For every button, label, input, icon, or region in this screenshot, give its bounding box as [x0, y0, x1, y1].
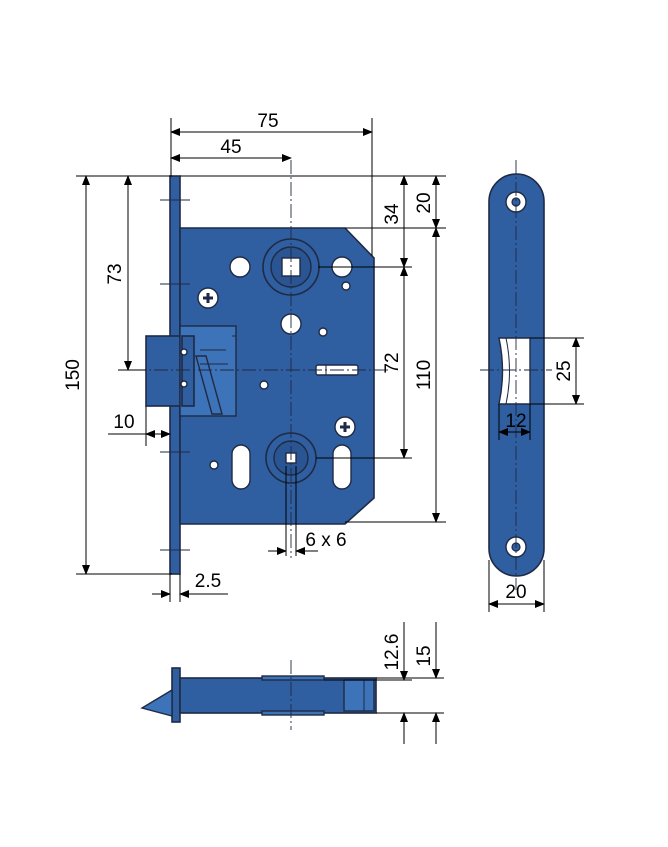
case-holes	[229, 256, 353, 490]
dim-75: 75	[257, 111, 278, 132]
dim-12-6: 12.6	[382, 634, 403, 671]
side-dimensions: 12.6 15	[324, 622, 444, 744]
lock-front-view	[132, 160, 388, 575]
dim-150: 150	[63, 359, 84, 391]
dim-72: 72	[382, 352, 403, 373]
dim-12: 12	[505, 411, 526, 432]
dim-10: 10	[113, 412, 134, 433]
dim-25: 25	[554, 360, 575, 381]
latch-bolt	[145, 325, 237, 417]
dim-110: 110	[414, 360, 435, 390]
strike-plate	[480, 160, 552, 590]
faceplate-screw-marks	[160, 199, 190, 551]
strike-dimensions: 25 12 20	[488, 337, 584, 612]
strike-latch-opening	[498, 337, 531, 405]
dim-6x6: 6 x 6	[305, 530, 346, 551]
dim-73: 73	[105, 263, 126, 284]
dim-20-strike: 20	[505, 582, 526, 603]
dim-34: 34	[382, 203, 403, 225]
rivets	[209, 281, 351, 470]
dim-15: 15	[414, 645, 435, 666]
dim-2-5: 2.5	[195, 571, 221, 592]
lock-side-view	[140, 660, 377, 730]
phillips-screws	[197, 287, 356, 438]
front-dimensions: 75 45 150 73 10 2.5 6 x 6	[63, 111, 446, 602]
dim-45: 45	[220, 137, 241, 158]
dim-20-top: 20	[414, 192, 435, 213]
